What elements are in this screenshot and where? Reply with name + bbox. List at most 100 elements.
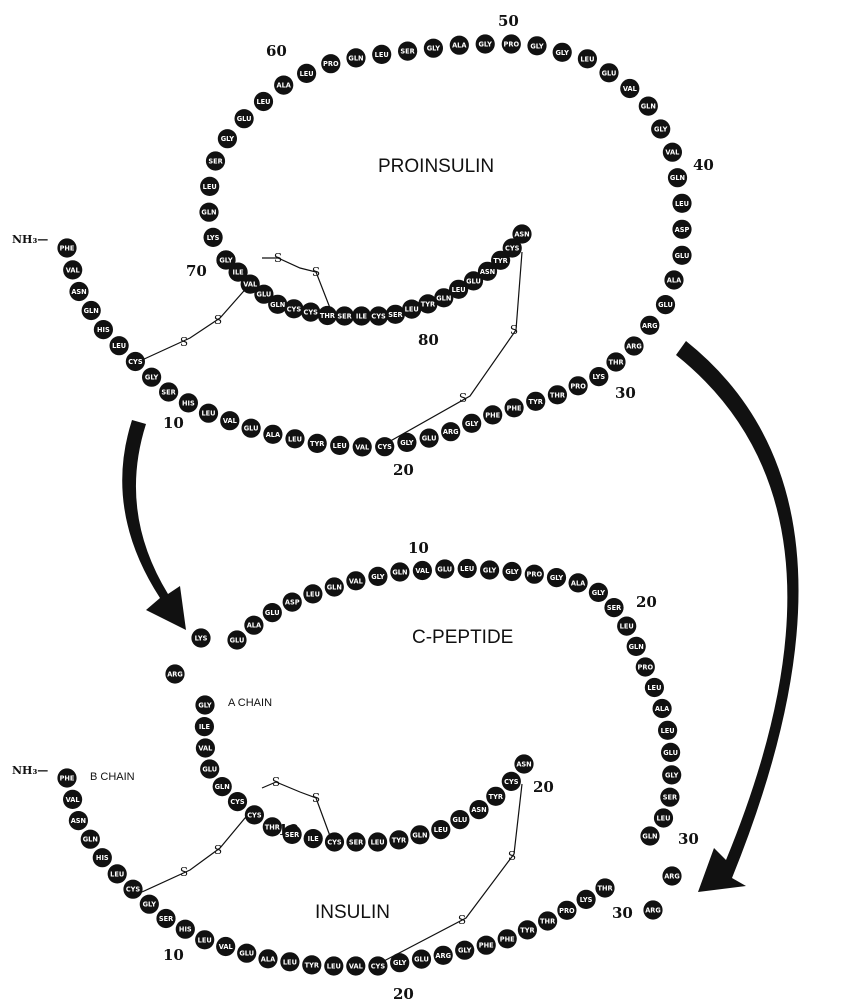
proinsulin-a-16: LEU bbox=[449, 279, 469, 299]
proinsulin-c-31-bead bbox=[200, 176, 220, 196]
proinsulin-a-17-label: GLU bbox=[466, 277, 481, 285]
proinsulin-b-6-label: LEU bbox=[112, 342, 126, 350]
proinsulin-b-19-bead bbox=[375, 437, 395, 457]
proinsulin-b-15-bead bbox=[285, 429, 305, 449]
c-peptide-7: VAL bbox=[346, 571, 366, 591]
insulin-b-22-label: ARG bbox=[435, 952, 451, 960]
proinsulin-b-5-bead bbox=[93, 320, 113, 340]
proinsulin-c-1: ARG bbox=[624, 336, 644, 356]
proinsulin-c-28-bead bbox=[234, 109, 254, 129]
proinsulin-b-3-bead bbox=[69, 281, 89, 302]
proinsulin-b-19-label: CYS bbox=[378, 443, 393, 451]
insulin-b-25: PHE bbox=[497, 929, 517, 949]
proinsulin-number-30: 30 bbox=[615, 384, 636, 402]
insulin-b-22-bead bbox=[433, 945, 453, 965]
insulin-a-14-label: TYR bbox=[392, 836, 406, 844]
proinsulin-b-6: LEU bbox=[109, 336, 129, 356]
proinsulin-c-26-label: ALA bbox=[276, 82, 291, 90]
c-peptide-2-bead bbox=[244, 615, 264, 635]
proinsulin-b-5-label: HIS bbox=[97, 326, 110, 334]
c-peptide-27-label: GLY bbox=[665, 771, 679, 779]
c-peptide-28-label: SER bbox=[663, 794, 677, 802]
proinsulin-c-13-label: GLU bbox=[602, 69, 617, 77]
proinsulin-a-14-bead bbox=[418, 294, 438, 314]
proinsulin-b-4-label: GLN bbox=[84, 307, 99, 315]
insulin-b-4-label: GLN bbox=[83, 836, 98, 844]
proinsulin-c-5: GLU bbox=[672, 245, 692, 265]
insulin-b-25-bead bbox=[497, 929, 517, 949]
proinsulin-b-17-bead bbox=[330, 435, 350, 455]
insulin-b-8: GLY bbox=[139, 894, 159, 914]
c-peptide-2-label: ALA bbox=[247, 622, 262, 630]
proinsulin-c-13-bead bbox=[599, 63, 619, 83]
proinsulin-c-19-bead bbox=[449, 35, 469, 55]
c-peptide-17-bead bbox=[568, 573, 588, 593]
proinsulin-c-21: SER bbox=[398, 41, 418, 61]
proinsulin-b-26-label: TYR bbox=[529, 398, 543, 406]
insulin-a-19: TYR bbox=[486, 786, 506, 806]
c-peptide-24: ALA bbox=[652, 698, 672, 719]
proinsulin-c-12-bead bbox=[620, 78, 640, 99]
c-peptide-17-label: ALA bbox=[571, 579, 586, 587]
proinsulin-a-19: TYR bbox=[491, 250, 511, 270]
proinsulin-a-1: GLY bbox=[216, 250, 236, 270]
proinsulin-b-28-bead bbox=[568, 376, 588, 396]
proinsulin-c-16-label: GLY bbox=[530, 42, 544, 50]
proinsulin-b-8-label: GLY bbox=[145, 374, 159, 382]
proinsulin-c-3-label: GLU bbox=[658, 301, 673, 309]
proinsulin-c-28-label: GLU bbox=[237, 115, 252, 123]
proinsulin-c-11: GLN bbox=[638, 96, 658, 116]
proinsulin-a-10-label: ILE bbox=[356, 313, 368, 321]
proinsulin-a-11-bead bbox=[369, 306, 389, 326]
proinsulin-c-12-label: VAL bbox=[623, 85, 638, 93]
c-peptide-number-20: 20 bbox=[636, 593, 657, 611]
proinsulin-c-31-label: LEU bbox=[203, 183, 217, 191]
proinsulin-a-8-label: THR bbox=[320, 312, 335, 320]
proinsulin-b-18: VAL bbox=[352, 437, 372, 457]
insulin-b-12-label: VAL bbox=[219, 943, 234, 951]
proinsulin-b-27-label: THR bbox=[550, 391, 565, 399]
proinsulin-a-2-label: ILE bbox=[233, 269, 245, 277]
insulin-b-30: THR bbox=[595, 878, 615, 898]
c-peptide-13-label: GLY bbox=[483, 567, 497, 575]
ss-4b: S bbox=[312, 791, 320, 805]
proinsulin-a-10-bead bbox=[351, 306, 372, 326]
insulin-b-28-label: PRO bbox=[559, 907, 575, 915]
cleaved-lys-label: LYS bbox=[195, 635, 208, 643]
proinsulin-c-24-bead bbox=[321, 54, 341, 74]
insulin-b-29-label: LYS bbox=[580, 896, 593, 904]
proinsulin-b-17-label: LEU bbox=[333, 442, 347, 450]
insulin-a-13-bead bbox=[368, 832, 388, 852]
insulin-b-8-label: GLY bbox=[143, 901, 157, 909]
proinsulin-c-9: VAL bbox=[662, 142, 683, 162]
insulin-b-30-bead bbox=[595, 878, 615, 898]
proinsulin-b-18-label: VAL bbox=[355, 443, 370, 451]
proinsulin-c-14-bead bbox=[577, 49, 598, 69]
proinsulin-a-1-label: GLY bbox=[219, 257, 233, 265]
insulin-b-28: PRO bbox=[557, 900, 577, 920]
proinsulin-a-6-label: CYS bbox=[287, 305, 302, 313]
insulin-b-10-bead bbox=[175, 919, 195, 939]
insulin-b-7-bead bbox=[123, 879, 143, 899]
proinsulin-c-33-bead bbox=[203, 227, 223, 247]
c-peptide-1-bead bbox=[227, 630, 247, 650]
c-peptide-number-30: 30 bbox=[678, 830, 699, 848]
insulin-a-20-label: CYS bbox=[504, 778, 519, 786]
proinsulin-c-17-label: PRO bbox=[504, 41, 520, 49]
c-peptide-10: VAL bbox=[412, 560, 432, 581]
insulin-b-24: PHE bbox=[476, 935, 496, 955]
proinsulin-b-30-label: THR bbox=[608, 359, 623, 367]
proinsulin-c-30-label: SER bbox=[208, 158, 222, 166]
c-peptide-21: GLN bbox=[626, 636, 646, 657]
c-peptide-23: LEU bbox=[644, 677, 665, 698]
c-peptide-23-label: LEU bbox=[647, 684, 661, 692]
proinsulin-a-11: CYS bbox=[369, 306, 389, 326]
c-peptide-27-bead bbox=[662, 765, 682, 785]
insulin-b-21-bead bbox=[411, 949, 432, 969]
insulin-b-10-label: HIS bbox=[179, 926, 192, 934]
insulin-a-13-label: LEU bbox=[371, 839, 385, 847]
proinsulin-a-2-bead bbox=[228, 262, 248, 282]
insulin-b-13-label: GLU bbox=[239, 950, 254, 958]
insulin-b-1: PHE bbox=[57, 768, 77, 788]
proinsulin-b-23-bead bbox=[462, 413, 482, 433]
